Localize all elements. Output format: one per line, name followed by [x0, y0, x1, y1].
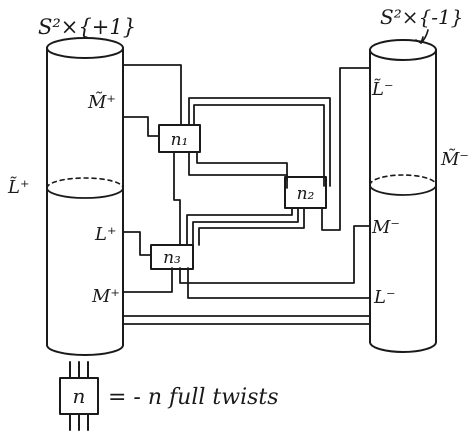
twist-box-n1: n₁	[158, 124, 201, 153]
strand-top-rect-inner	[193, 104, 325, 187]
strand-m-minus	[179, 225, 371, 284]
strand-mtilde-plus-inner	[122, 116, 160, 137]
label-mtilde-minus: M̃⁻	[440, 148, 469, 170]
connecting-strands	[122, 64, 371, 325]
twist-box-n3: n₃	[150, 244, 194, 270]
n1-label: n₁	[171, 130, 189, 150]
legend: n = - n full twists	[59, 361, 279, 431]
strand-n1-n3	[173, 151, 181, 246]
left-cylinder	[46, 37, 124, 356]
strand-l-minus	[187, 267, 371, 299]
strand-n2-n3-b	[192, 207, 299, 246]
label-ltilde-plus: L̃⁺	[7, 176, 29, 198]
label-m-plus: M⁺	[91, 286, 120, 307]
label-mtilde-plus: M̃⁺	[87, 91, 116, 113]
left-cylinder-bottom-rim	[46, 344, 124, 356]
strand-top-rect-outer	[188, 97, 331, 187]
strand-mtilde-plus-outer	[122, 64, 182, 126]
legend-text: = - n full twists	[108, 385, 279, 410]
strand-ltilde-minus	[321, 67, 371, 231]
legend-box-label: n	[73, 384, 86, 408]
n3-box	[150, 244, 194, 270]
label-m-minus: M⁻	[371, 217, 400, 238]
label-ltilde-minus: L̃⁻	[371, 78, 393, 100]
left-cylinder-title: S²×{+1}	[38, 15, 136, 39]
label-l-minus: L⁻	[373, 287, 395, 308]
n1-box	[158, 124, 201, 153]
n2-label: n₂	[297, 184, 315, 204]
left-equator-back	[46, 177, 124, 189]
left-equator-front	[46, 187, 124, 199]
strand-l-plus	[122, 231, 152, 256]
right-cylinder-bottom-rim	[369, 341, 437, 353]
right-equator-back	[369, 174, 437, 186]
legend-box	[59, 377, 99, 415]
strand-n2-n3-a	[186, 207, 293, 246]
right-equator-front	[369, 184, 437, 196]
label-l-plus: L⁺	[94, 224, 116, 245]
right-cylinder-top-rim	[369, 39, 437, 61]
strand-n1-n2-b	[188, 151, 288, 189]
n3-label: n₃	[163, 248, 181, 268]
n2-box	[284, 176, 327, 209]
strand-n3-m-plus	[122, 267, 173, 293]
twist-box-n2: n₂	[284, 176, 327, 209]
title-pointer-arrowhead	[415, 36, 424, 44]
legend-box-strands	[69, 361, 89, 431]
strand-n2-n3-c	[198, 207, 305, 246]
right-cylinder-title: S²×{-1}	[380, 5, 463, 29]
strand-n1-n2-a	[196, 151, 288, 181]
right-cylinder	[369, 39, 437, 353]
left-cylinder-top-rim	[46, 37, 124, 59]
